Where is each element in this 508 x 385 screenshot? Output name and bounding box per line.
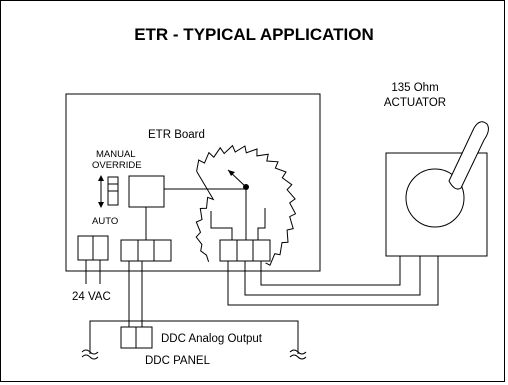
ddc-wires [128,261,143,327]
actuator-label: ACTUATOR [384,97,446,109]
power-terminal-block [77,235,109,261]
circuit-box [128,175,165,208]
ground-break-left [81,349,99,360]
actuator-arm [448,121,489,190]
diagram-title: ETR - TYPICAL APPLICATION [134,25,374,44]
actuator-terminal-block [219,239,271,262]
etr-board-outline [65,93,321,272]
manual-auto-switch [98,175,119,208]
ddc-terminal-block [120,239,172,262]
board-internal-wiring [145,188,266,240]
ddc-panel-outline [89,320,299,354]
actuator-dial [405,168,465,228]
potentiometer-wiper [227,169,249,190]
power-wires [85,260,101,284]
potentiometer-resistor-lower [195,171,215,262]
ddc-output-label: DDC Analog Output [161,333,263,345]
ground-break-right [289,349,307,360]
actuator-housing [385,152,488,257]
etr-board-label: ETR Board [148,129,205,141]
actuator-ohm-label: 135 Ohm [391,82,438,94]
override-label: OVERRIDE [92,160,142,171]
ddc-panel-label: DDC PANEL [145,355,211,367]
power-label: 24 VAC [72,291,111,303]
ddc-output-block [120,326,153,349]
potentiometer-resistor [196,144,297,266]
manual-label: MANUAL [96,149,136,160]
actuator-wires [227,256,439,306]
auto-label: AUTO [92,216,118,227]
